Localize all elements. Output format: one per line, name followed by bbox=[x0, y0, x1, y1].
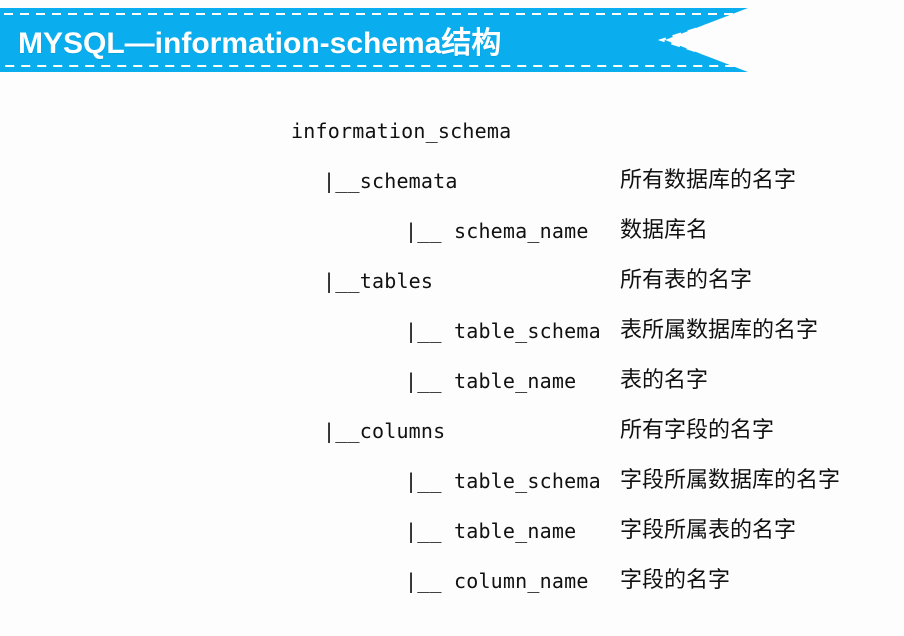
tree-node-tables-table-schema: |__ table_schema bbox=[405, 319, 601, 343]
tree-annotation: 所有表的名字 bbox=[620, 268, 753, 293]
tree-row: |__schemata 所有数据库的名字 bbox=[0, 156, 904, 206]
tree-annotation: 表所属数据库的名字 bbox=[620, 318, 819, 343]
tree-annotation: 字段所属数据库的名字 bbox=[620, 468, 841, 493]
tree-annotation: 所有字段的名字 bbox=[620, 418, 775, 443]
tree-row: |__ table_schema 字段所属数据库的名字 bbox=[0, 456, 904, 506]
tree-annotation: 字段所属表的名字 bbox=[620, 518, 797, 543]
tree-node-information-schema: information_schema bbox=[291, 119, 512, 143]
page-title: MYSQL—information-schema结构 bbox=[18, 27, 502, 60]
tree-row: |__ schema_name 数据库名 bbox=[0, 206, 904, 256]
information-schema-tree: information_schema |__schemata 所有数据库的名字 … bbox=[0, 106, 904, 606]
tree-annotation: 字段的名字 bbox=[620, 568, 731, 593]
tree-node-tables: |__tables bbox=[323, 269, 434, 293]
tree-row: |__ table_name 字段所属表的名字 bbox=[0, 506, 904, 556]
tree-node-columns: |__columns bbox=[323, 419, 446, 443]
header-banner: MYSQL—information-schema结构 bbox=[0, 8, 748, 72]
tree-node-columns-table-name: |__ table_name bbox=[405, 519, 577, 543]
tree-row: |__ table_name 表的名字 bbox=[0, 356, 904, 406]
tree-row: |__tables 所有表的名字 bbox=[0, 256, 904, 306]
tree-node-column-name: |__ column_name bbox=[405, 569, 589, 593]
tree-row: |__columns 所有字段的名字 bbox=[0, 406, 904, 456]
tree-row: information_schema bbox=[0, 106, 904, 156]
tree-annotation: 所有数据库的名字 bbox=[620, 168, 797, 193]
tree-node-tables-table-name: |__ table_name bbox=[405, 369, 577, 393]
tree-row: |__ table_schema 表所属数据库的名字 bbox=[0, 306, 904, 356]
tree-node-schema-name: |__ schema_name bbox=[405, 219, 589, 243]
tree-annotation: 数据库名 bbox=[620, 218, 709, 243]
tree-row: |__ column_name 字段的名字 bbox=[0, 556, 904, 606]
tree-node-columns-table-schema: |__ table_schema bbox=[405, 469, 601, 493]
tree-node-schemata: |__schemata bbox=[323, 169, 458, 193]
tree-annotation: 表的名字 bbox=[620, 368, 709, 393]
